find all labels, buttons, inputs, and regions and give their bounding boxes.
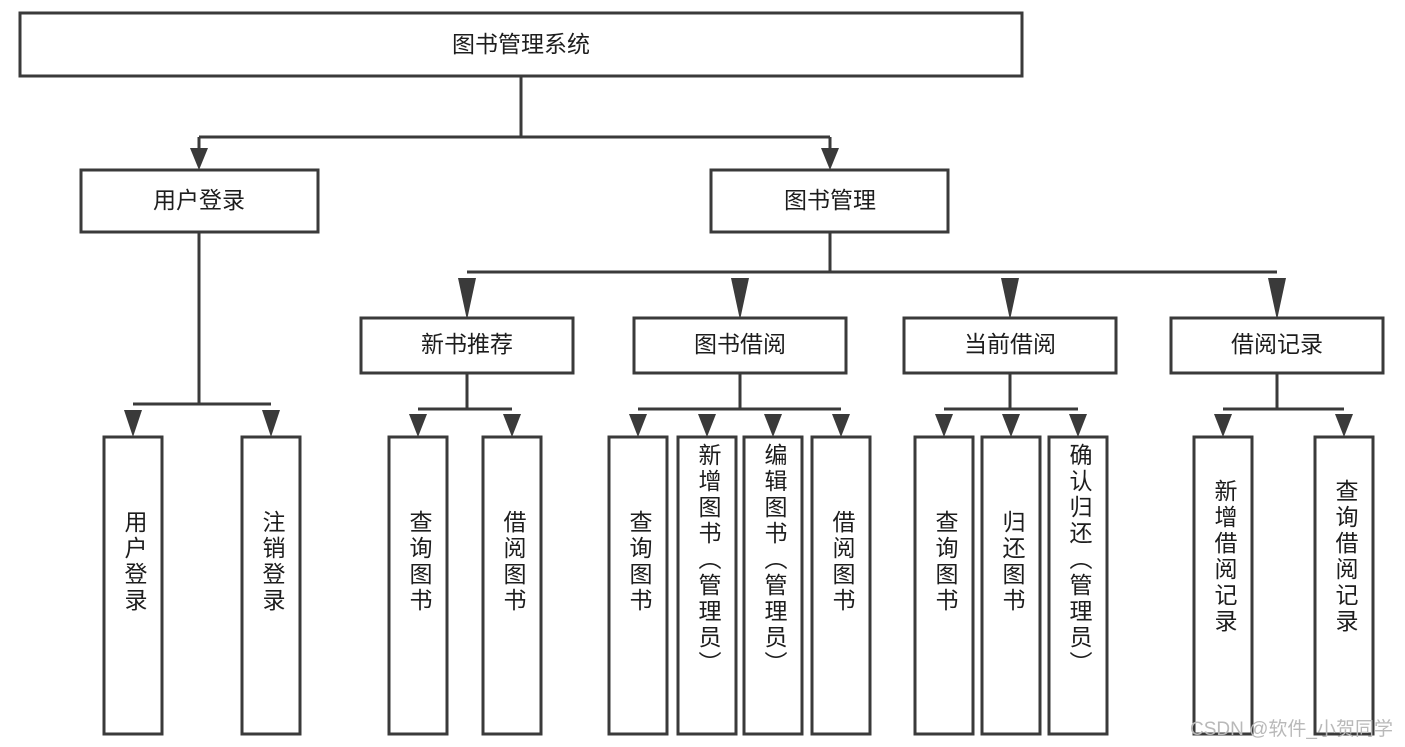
node-leaf-return-book-box[interactable] [980,435,1042,736]
node-leaf-borrow-book-2-box[interactable] [810,435,872,736]
node-book-borrow[interactable]: 图书借阅 [632,316,848,375]
node-leaf-query-book-3-box[interactable] [913,435,975,736]
node-borrow-record-box[interactable] [1169,316,1385,375]
node-borrow-record-label: 借阅记录 [1231,331,1323,357]
arrow-leaf-borrow-book-1 [503,414,521,437]
node-current-borrow[interactable]: 当前借阅 [902,316,1118,375]
arrow-current-borrow [1001,278,1019,320]
node-user-login-label: 用户登录 [153,187,245,213]
arrow-new-book-recommend [458,278,476,320]
arrow-leaf-add-record [1214,414,1232,437]
leaf-nodes-group [102,435,1375,736]
arrow-leaf-query-book-2 [629,414,647,437]
node-user-login-box[interactable] [79,168,320,234]
node-user-login[interactable]: 用户登录 [79,168,320,234]
arrow-leaf-logout-login [262,410,280,437]
node-current-borrow-box[interactable] [902,316,1118,375]
node-book-management-label: 图书管理 [784,187,876,213]
connectors-group [124,76,1353,437]
node-book-management[interactable]: 图书管理 [709,168,950,234]
node-leaf-logout-login-box[interactable] [240,435,302,736]
node-leaf-query-book-2-box[interactable] [607,435,669,736]
arrow-leaf-borrow-book-2 [832,414,850,437]
node-new-book-recommend-box[interactable] [359,316,575,375]
node-leaf-user-login-box[interactable] [102,435,164,736]
arrow-leaf-edit-book [764,414,782,437]
arrow-leaf-add-book [698,414,716,437]
arrow-leaf-user-login [124,410,142,437]
node-borrow-record[interactable]: 借阅记录 [1169,316,1385,375]
node-leaf-confirm-return-box[interactable] [1047,435,1109,736]
node-root-label: 图书管理系统 [452,31,590,57]
node-book-borrow-box[interactable] [632,316,848,375]
arrow-book-management [821,148,839,170]
arrow-borrow-record [1268,278,1286,320]
arrow-leaf-query-book-3 [935,414,953,437]
arrow-leaf-confirm-return [1069,414,1087,437]
node-leaf-query-record-box[interactable] [1313,435,1375,736]
node-book-borrow-label: 图书借阅 [694,331,786,357]
node-leaf-borrow-book-1-box[interactable] [481,435,543,736]
arrow-user-login [190,148,208,170]
node-leaf-add-book-box[interactable] [676,435,738,736]
node-new-book-recommend-label: 新书推荐 [421,331,513,357]
node-book-management-box[interactable] [709,168,950,234]
arrow-leaf-query-record [1335,414,1353,437]
arrow-leaf-return-book [1002,414,1020,437]
arrow-leaf-query-book-1 [409,414,427,437]
node-root-box[interactable] [18,11,1024,78]
arrow-book-borrow [731,278,749,320]
node-leaf-edit-book-box[interactable] [742,435,804,736]
node-current-borrow-label: 当前借阅 [964,331,1056,357]
node-root[interactable]: 图书管理系统 [18,11,1024,78]
node-new-book-recommend[interactable]: 新书推荐 [359,316,575,375]
node-leaf-query-book-1-box[interactable] [387,435,449,736]
node-leaf-add-record-box[interactable] [1192,435,1254,736]
